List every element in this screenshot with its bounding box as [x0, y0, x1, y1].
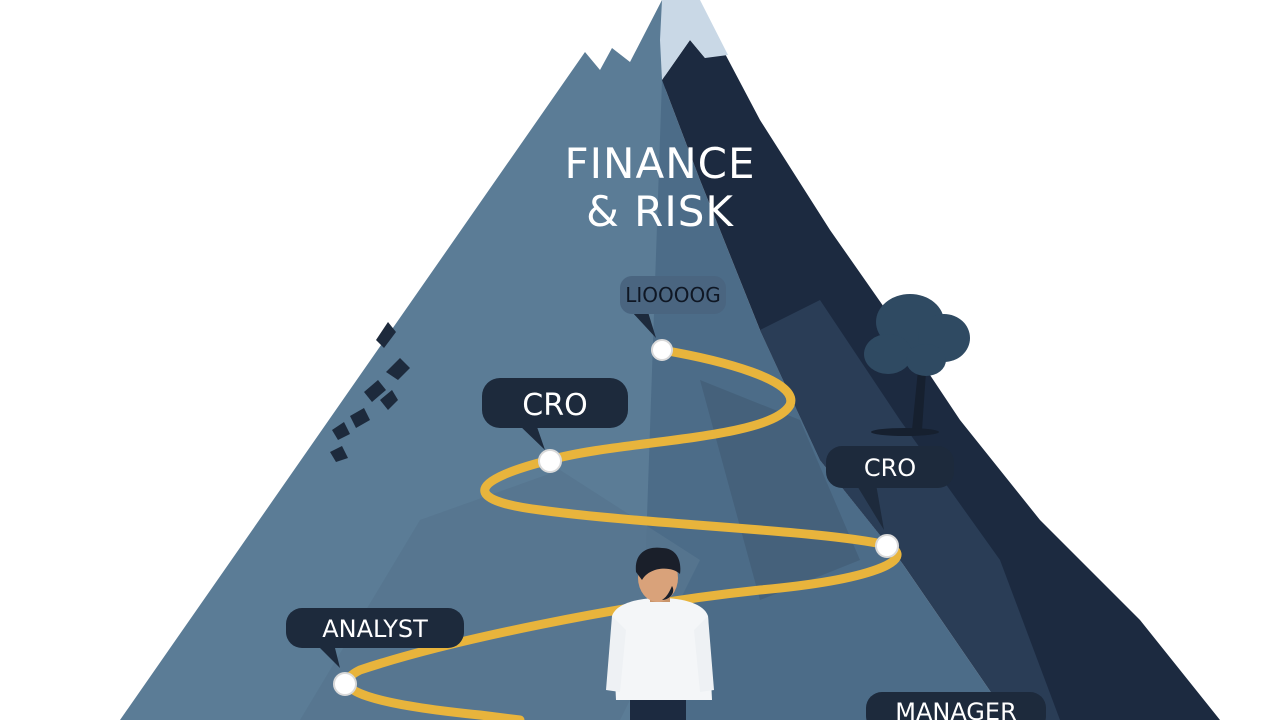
milestone-dot-top	[651, 339, 673, 361]
mountain-right-mid-face	[760, 300, 1060, 720]
birds-icon	[330, 322, 410, 462]
label-top: LIOOOOG	[625, 283, 721, 307]
title-line-1: FINANCE	[565, 139, 756, 188]
snow-peak	[660, 0, 728, 80]
milestone-dot-cro-right	[875, 534, 899, 558]
label-bubble-cro-right: CRO	[826, 446, 954, 530]
person-figure	[606, 547, 714, 720]
mountain-right-face	[662, 40, 1220, 720]
label-bubble-cro-left: CRO	[482, 378, 628, 450]
label-analyst: ANALYST	[322, 615, 428, 643]
label-cro-right: CRO	[864, 454, 916, 482]
tree-icon	[864, 294, 970, 436]
label-cro-left: CRO	[522, 388, 587, 423]
mountain-mid-face	[640, 80, 1010, 720]
title-line-2: & RISK	[586, 187, 734, 236]
milestone-dot-analyst	[333, 672, 357, 696]
milestone-dot-cro-left	[538, 449, 562, 473]
label-bubble-analyst: ANALYST	[286, 608, 464, 668]
label-bubble-manager: MANAGER	[866, 692, 1046, 720]
label-manager: MANAGER	[895, 698, 1017, 720]
career-path	[343, 345, 902, 720]
label-bubble-top: LIOOOOG	[620, 276, 726, 338]
mountain-shadow-facet-2	[700, 380, 860, 600]
